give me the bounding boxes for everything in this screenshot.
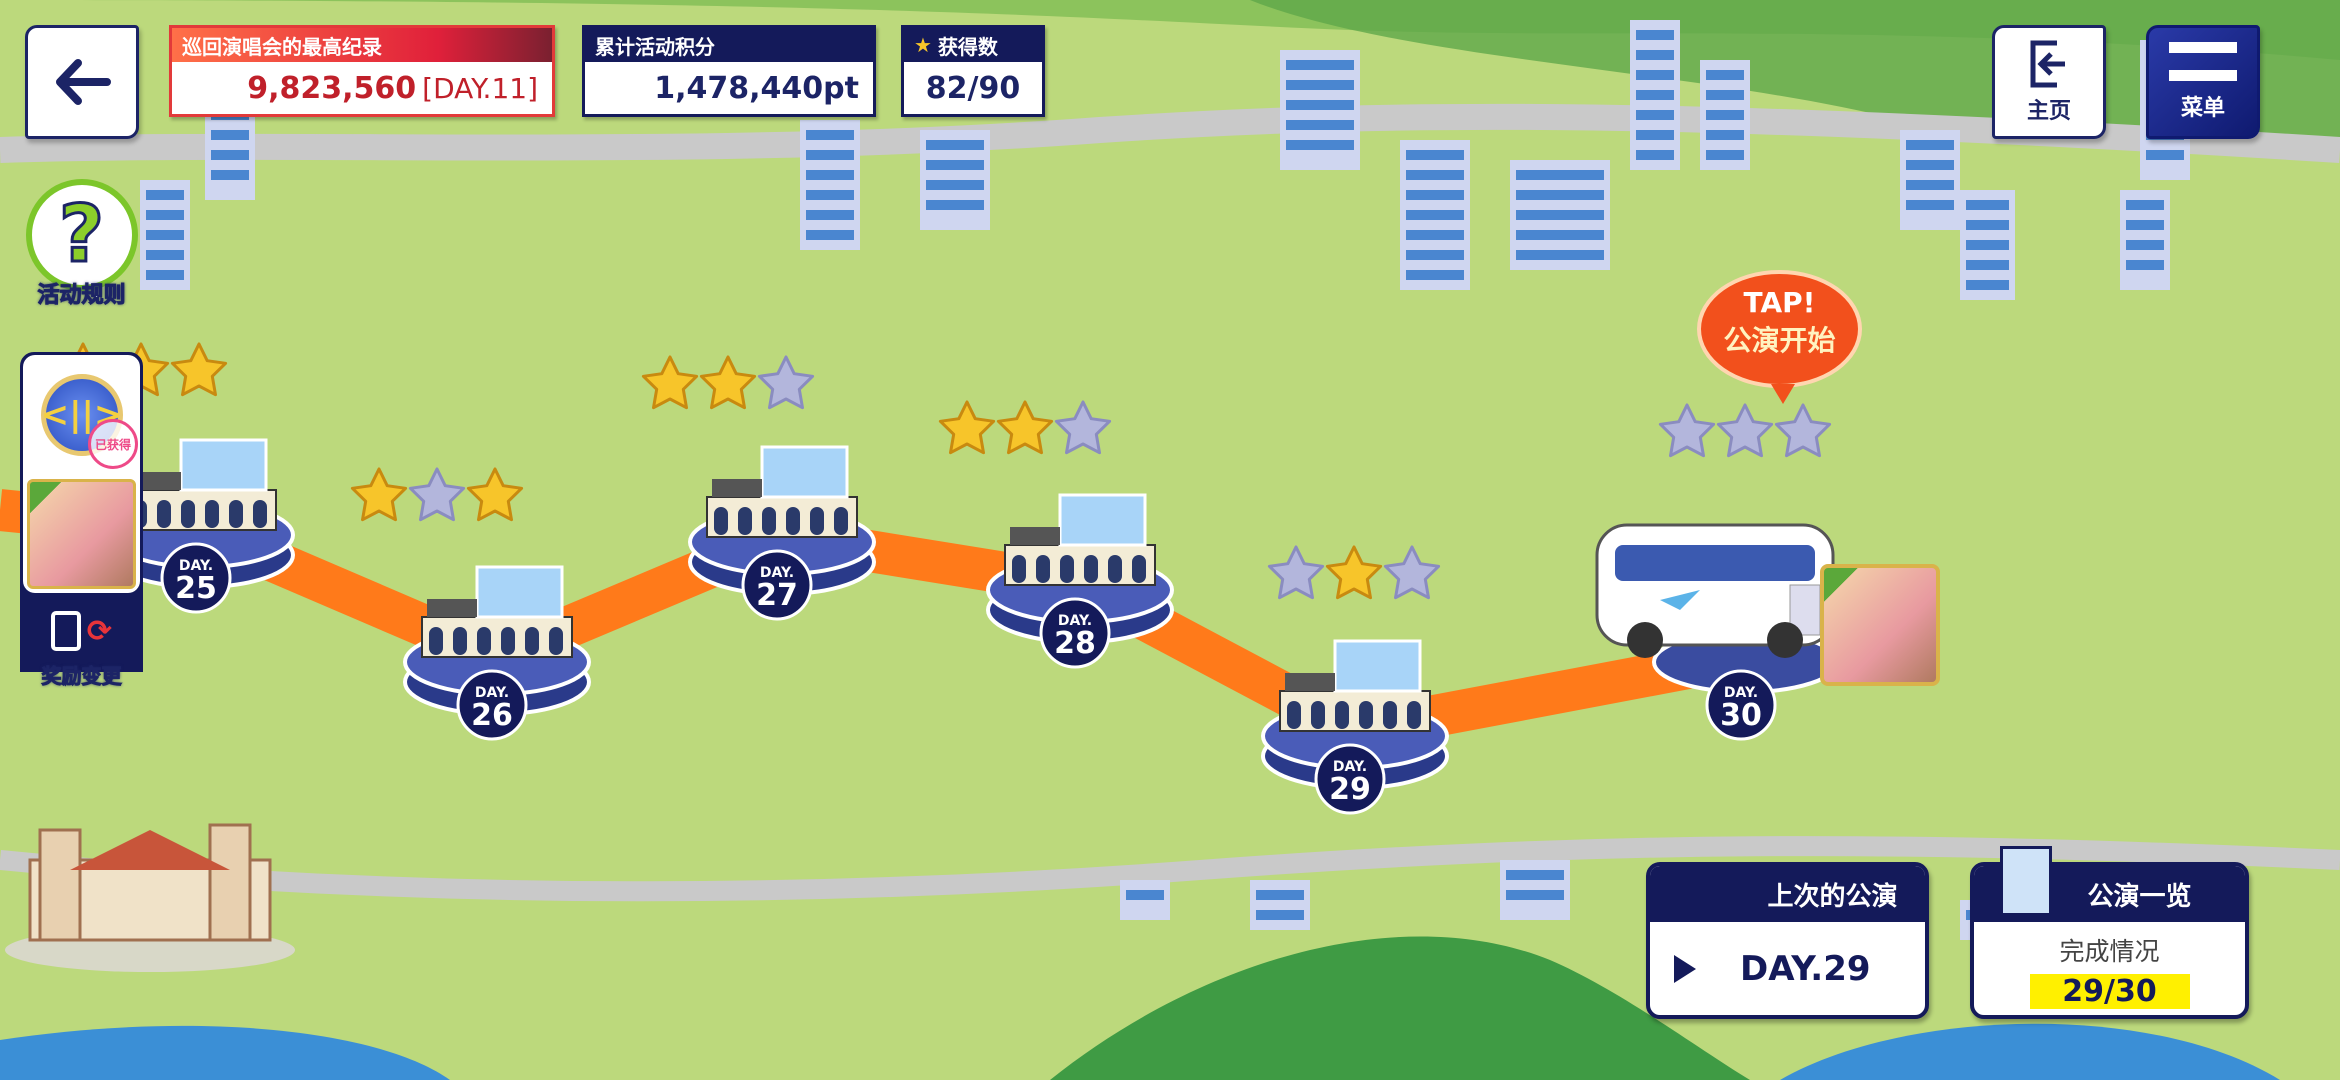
day-badge xyxy=(1314,743,1386,815)
arrow-left-icon xyxy=(56,59,111,105)
background-building xyxy=(920,130,990,230)
day-number: 30 xyxy=(1720,698,1762,733)
background-building xyxy=(1510,160,1610,270)
day-prefix: DAY. xyxy=(1058,613,1092,629)
event-points-label: 累计活动积分 xyxy=(585,28,873,62)
exit-door-icon xyxy=(2030,40,2065,88)
stage-node-day-27[interactable]: DAY.27 xyxy=(641,355,876,621)
star-icon: ★ xyxy=(914,33,932,57)
stars-obtained-value: 82/90 xyxy=(925,70,1021,106)
day-number: 28 xyxy=(1054,626,1096,661)
day-number: 25 xyxy=(175,571,217,606)
day-prefix: DAY. xyxy=(179,558,213,574)
reward-badge-icon: <||> xyxy=(40,374,123,456)
question-mark-icon: ? xyxy=(25,179,138,291)
reward-change-label: 奖励变更 xyxy=(41,664,122,689)
event-points-value: 1,478,440pt xyxy=(654,70,859,106)
star-earned-icon xyxy=(466,467,524,522)
day-number: 26 xyxy=(471,698,513,733)
background-building xyxy=(1960,190,2015,300)
day-badge xyxy=(160,542,232,614)
star-empty-icon xyxy=(1658,403,1716,458)
best-record-label: 巡回演唱会的最高纪录 xyxy=(172,28,552,62)
performance-list-button[interactable]: 公演一览 完成情况 29/30 xyxy=(1970,846,2249,1019)
star-empty-icon xyxy=(1054,400,1112,455)
day30-reward-card[interactable] xyxy=(1820,564,1940,686)
home-label: 主页 xyxy=(2026,99,2071,124)
play-icon xyxy=(1674,954,1696,983)
day-prefix: DAY. xyxy=(1333,759,1367,775)
event-points-box: 累计活动积分 1,478,440pt xyxy=(582,25,876,117)
day-badge xyxy=(1039,597,1111,669)
start-performance-label: 公演开始 xyxy=(1723,324,1836,357)
last-performance-day: DAY.29 xyxy=(1740,948,1871,989)
reward-panel: <||> 已获得 ⟳ 奖励变更 xyxy=(20,352,143,689)
hamburger-menu-icon xyxy=(2169,42,2237,81)
background-building xyxy=(1700,60,1750,170)
obtained-stamp: 已获得 xyxy=(88,419,138,469)
start-performance-bubble[interactable]: TAP! 公演开始 xyxy=(1697,270,1862,404)
star-earned-icon xyxy=(170,342,228,397)
star-empty-icon xyxy=(1716,403,1774,458)
background-building xyxy=(2120,190,2170,290)
stage-node-day-26[interactable]: DAY.26 xyxy=(350,467,591,741)
star-earned-icon xyxy=(996,400,1054,455)
menu-button[interactable]: 菜单 xyxy=(2146,25,2260,139)
tap-label: TAP! xyxy=(1743,286,1816,319)
idol-card-thumbnail xyxy=(27,479,136,589)
background-building xyxy=(1630,20,1680,170)
reward-change-button[interactable]: ⟳ xyxy=(23,593,140,669)
day-badge xyxy=(1705,669,1777,741)
best-record-value: 9,823,560 xyxy=(247,70,417,106)
back-button[interactable] xyxy=(25,25,139,139)
completion-progress: 29/30 xyxy=(2029,974,2190,1009)
best-record-box: 巡回演唱会的最高纪录 9,823,560[DAY.11] xyxy=(169,25,555,117)
day-prefix: DAY. xyxy=(1724,685,1758,701)
reward-card-slot[interactable] xyxy=(23,475,140,593)
day-number: 27 xyxy=(756,578,798,613)
last-performance-button[interactable]: 上次的公演 DAY.29 xyxy=(1646,862,1929,1019)
background-building xyxy=(1280,50,1360,170)
completion-label: 完成情况 xyxy=(2059,937,2160,966)
star-earned-icon xyxy=(699,355,757,410)
star-empty-icon xyxy=(1774,403,1832,458)
best-record-day: [DAY.11] xyxy=(422,71,538,105)
star-empty-icon xyxy=(1383,545,1441,600)
home-button[interactable]: 主页 xyxy=(1992,25,2106,139)
menu-label: 菜单 xyxy=(2180,96,2225,121)
city-hall xyxy=(5,823,295,972)
card-icon xyxy=(50,611,81,651)
stage-node-day-29[interactable]: DAY.29 xyxy=(1261,545,1449,815)
star-empty-icon xyxy=(757,355,815,410)
last-performance-title: 上次的公演 xyxy=(1650,866,1925,922)
star-empty-icon xyxy=(408,467,466,522)
background-building xyxy=(140,180,190,290)
list-document-icon xyxy=(2000,846,2052,916)
stars-obtained-box: ★获得数 82/90 xyxy=(901,25,1045,117)
day-badge xyxy=(741,549,813,621)
day-badge xyxy=(456,669,528,741)
background-building xyxy=(1120,880,1170,920)
event-rules-button[interactable]: ? 活动规则 xyxy=(20,179,143,313)
star-earned-icon xyxy=(1325,545,1383,600)
stage-node-day-28[interactable]: DAY.28 xyxy=(938,400,1174,669)
day-prefix: DAY. xyxy=(760,565,794,581)
star-earned-icon xyxy=(641,355,699,410)
day-prefix: DAY. xyxy=(475,685,509,701)
star-earned-icon xyxy=(350,467,408,522)
day-number: 29 xyxy=(1329,772,1371,807)
star-empty-icon xyxy=(1267,545,1325,600)
stars-obtained-label: 获得数 xyxy=(937,34,998,59)
reward-badge-slot[interactable]: <||> 已获得 xyxy=(23,355,140,475)
tour-bus xyxy=(1595,523,1835,658)
star-earned-icon xyxy=(938,400,996,455)
background-building xyxy=(1400,140,1470,290)
background-building xyxy=(1500,860,1570,920)
background-building xyxy=(800,120,860,250)
swap-icon: ⟳ xyxy=(86,613,113,649)
background-building xyxy=(1900,130,1960,230)
event-rules-label: 活动规则 xyxy=(37,283,126,309)
background-building xyxy=(1250,880,1310,930)
